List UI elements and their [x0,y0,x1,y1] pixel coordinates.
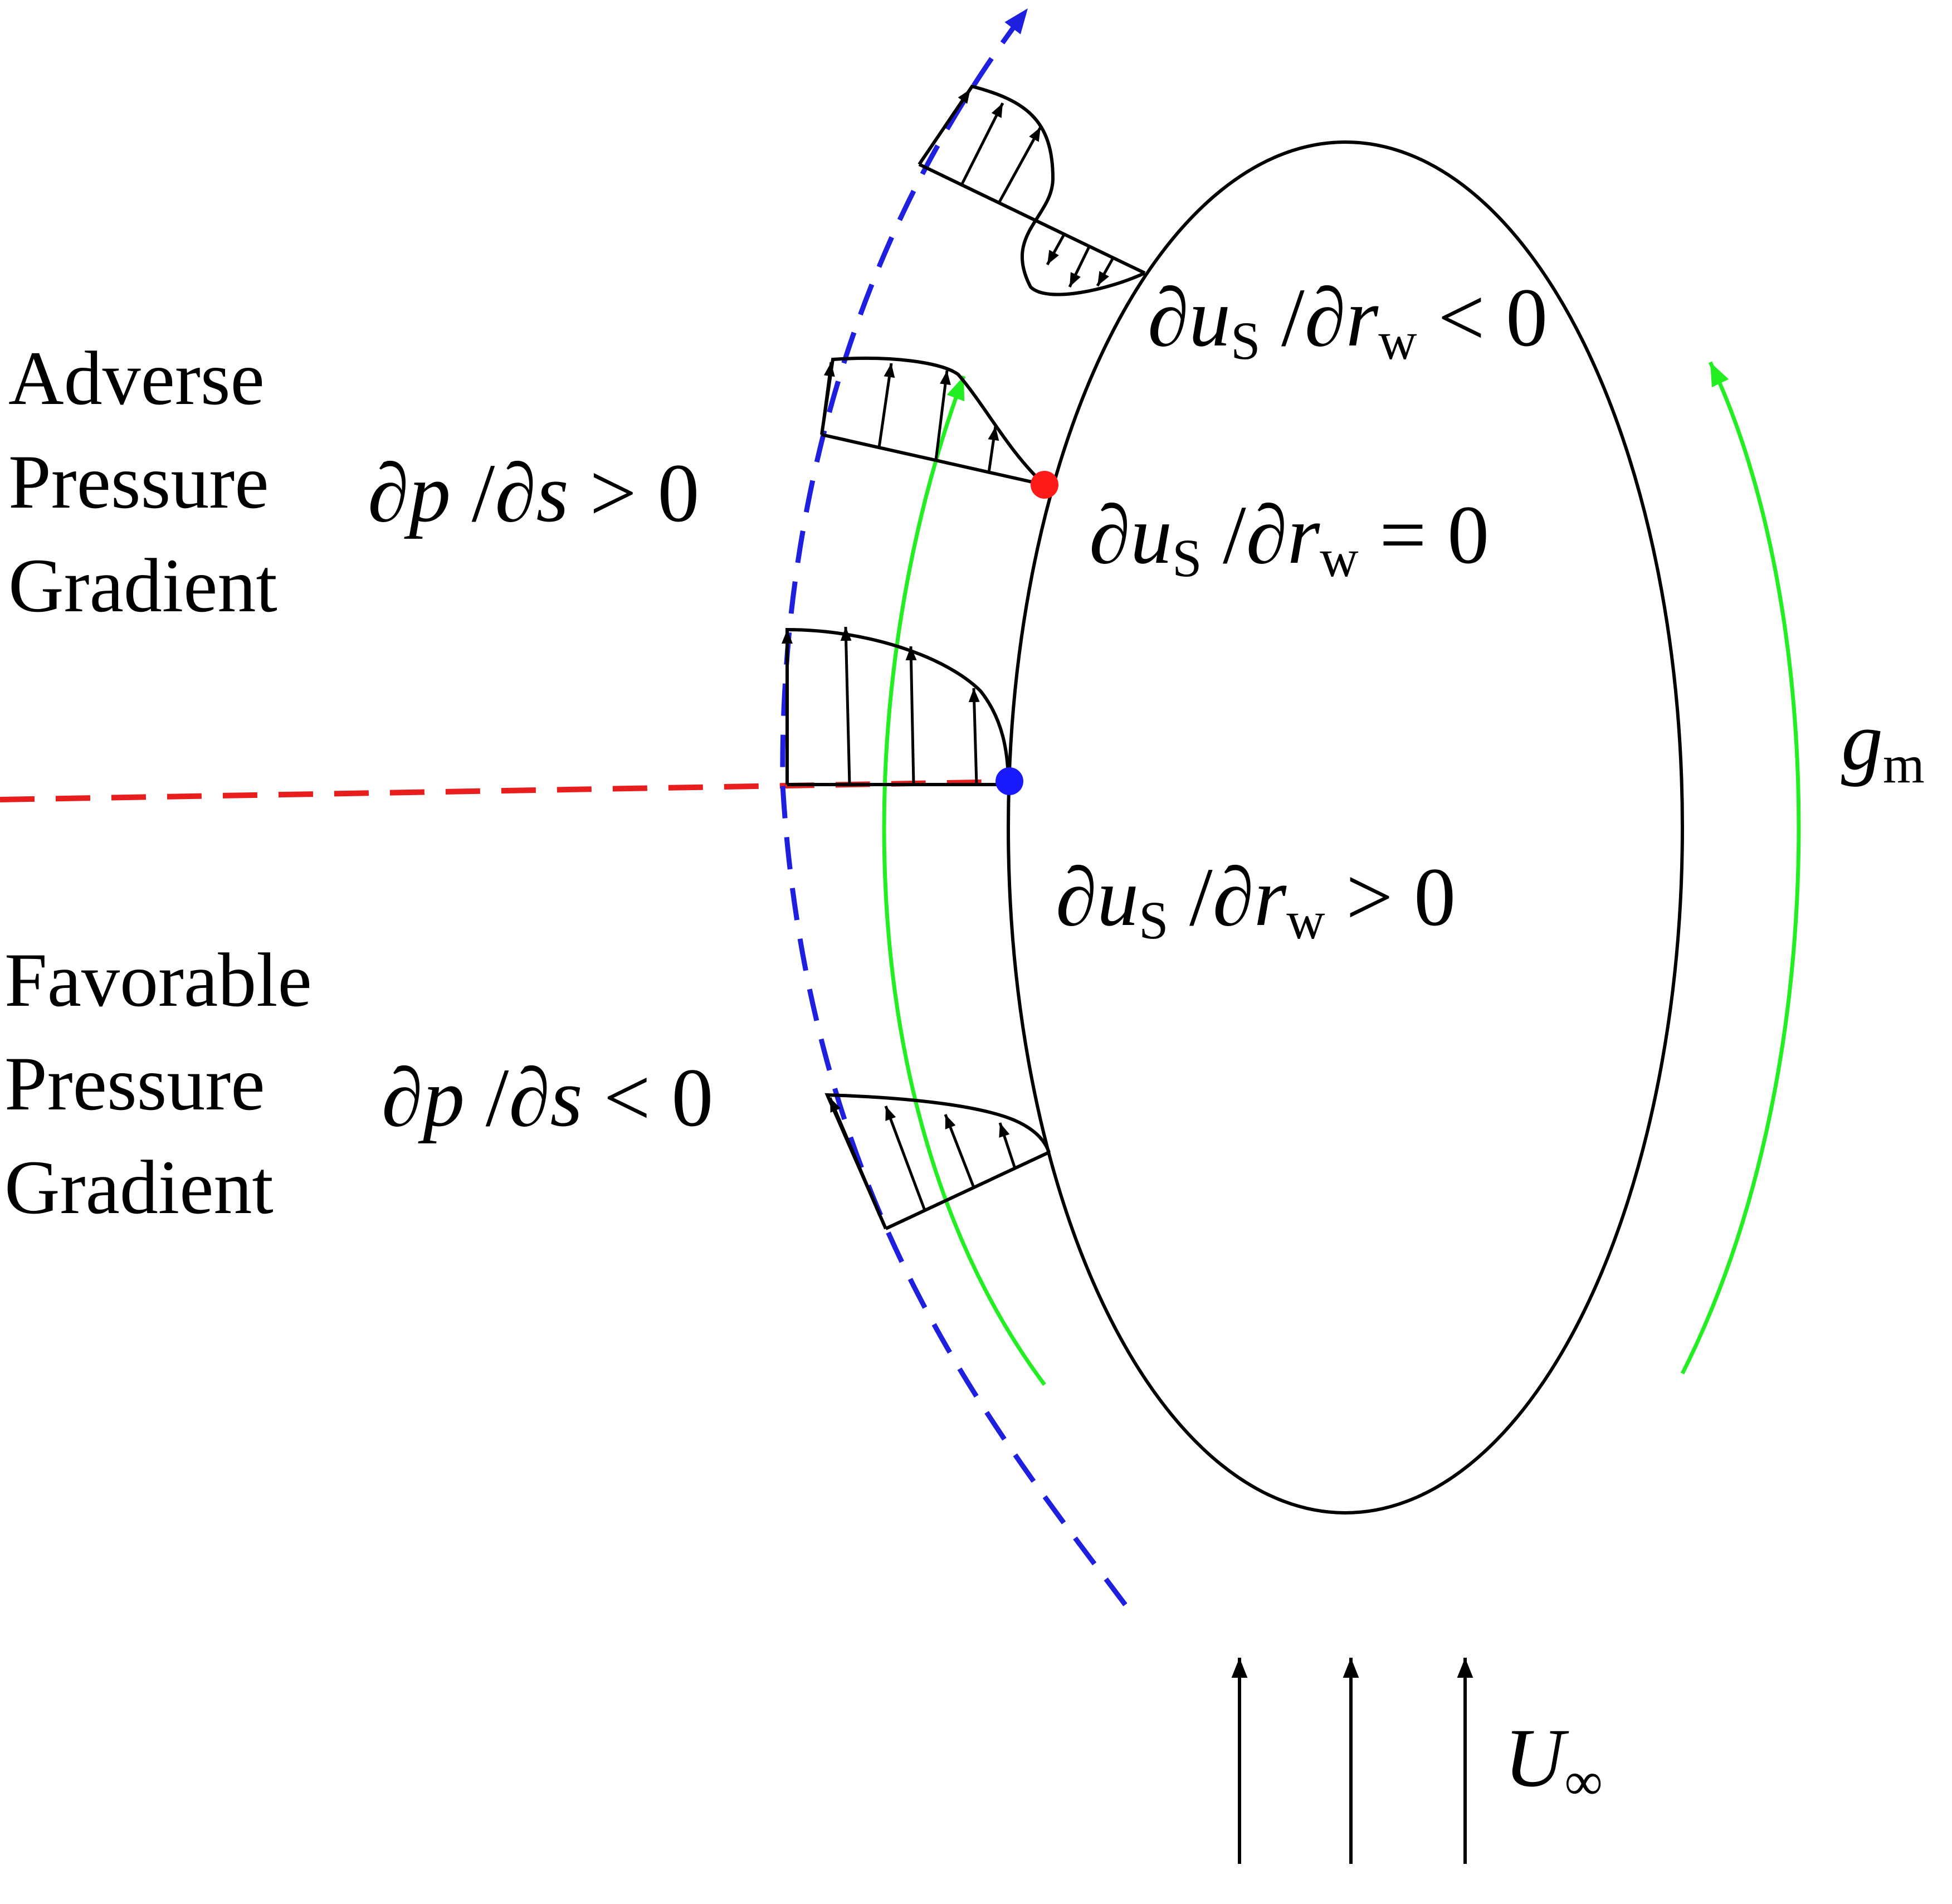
favorable-line-1: Favorable [4,937,312,1022]
separation-point [1031,471,1058,499]
separation-point-profile [820,357,1046,486]
equator-velocity-profile [782,626,1010,786]
shear-positive-equation: ∂uS /∂rw> 0 [1056,851,1456,950]
adverse-gradient-equation: ∂p /∂s> 0 [368,447,700,539]
outer-circulation-arrow [1680,361,1801,1375]
boundary-layer-edge-dashed [780,7,1128,1606]
freestream-arrows [1231,1658,1473,1864]
adverse-line-1: Adverse [8,335,265,421]
favorable-velocity-profile [824,1093,1051,1230]
favorable-line-2: Pressure [4,1041,265,1126]
favorable-gradient-equation: ∂p /∂s< 0 [382,1051,714,1144]
shear-negative-equation: ∂uS /∂rw< 0 [1148,271,1548,371]
inner-circulation-arrow [882,375,1046,1386]
stagnation-point [995,767,1023,795]
separated-flow-profile [918,84,1146,296]
adverse-line-2: Pressure [8,439,269,524]
body-outline [1007,140,1684,1515]
favorable-line-3: Gradient [4,1145,274,1230]
favorable-region-label: Favorable Pressure Gradient [4,942,312,1226]
freestream-velocity-label: U∞ [1504,1712,1603,1811]
circulation-symbol: gm [1841,695,1925,794]
adverse-line-3: Gradient [8,543,277,628]
adverse-region-label: Adverse Pressure Gradient [8,340,277,624]
shear-zero-equation: ∂uS /∂rw= 0 [1089,489,1490,588]
